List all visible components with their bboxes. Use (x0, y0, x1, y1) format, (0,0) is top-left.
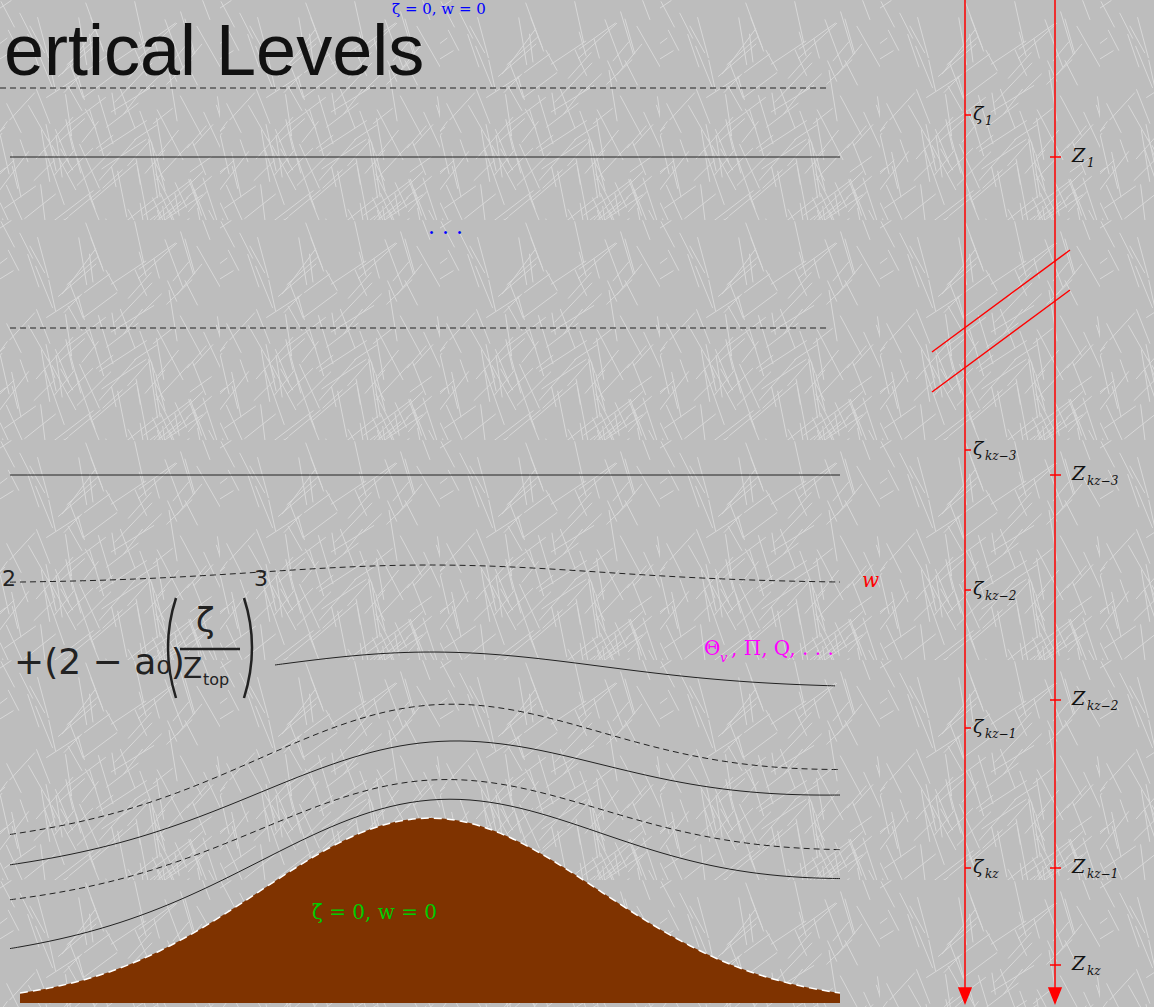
zeta-level-label: ζ (973, 102, 983, 125)
zeta-level-label: ζ (973, 715, 983, 738)
z-level-label: Z (1072, 952, 1085, 975)
formula-subscript: top (203, 670, 229, 689)
axis-arrowhead (959, 988, 971, 1003)
zeta-level-index: 1 (985, 114, 993, 128)
formula-variable: ζ (196, 600, 215, 641)
axis-tick (1050, 867, 1061, 869)
axis-tick (965, 867, 971, 869)
top-boundary-condition: ζ = 0, w = 0 (392, 0, 486, 18)
mass-level-label: , Π, Q, . . . (731, 636, 834, 660)
axis-arrowhead (1049, 988, 1061, 1003)
mountain (20, 818, 840, 1003)
axis-tick (965, 449, 971, 451)
ellipsis: . . . (428, 214, 463, 240)
z-level-label: Z (1072, 687, 1085, 710)
axis-tick (1050, 474, 1061, 476)
model-level-line (10, 475, 840, 476)
zeta-axis (964, 0, 966, 990)
axis-tick (1050, 964, 1061, 966)
zeta-level-index: kz−1 (985, 727, 1016, 741)
formula-exponent: 2 (2, 566, 16, 592)
z-level-label: Z (1072, 462, 1085, 485)
z-level-index: kz (1087, 964, 1101, 978)
surface-boundary-condition: ζ̇ = 0, w = 0 (312, 900, 437, 924)
z-level-index: kz−2 (1087, 699, 1118, 713)
formula-variable: Z (183, 652, 202, 686)
model-level-line (10, 328, 830, 329)
zeta-level-label: ζ (973, 855, 983, 878)
axis-break-mark (932, 290, 1070, 392)
axis-tick (1050, 699, 1061, 701)
z-level-index: kz−3 (1087, 474, 1118, 488)
axis-tick (965, 114, 971, 116)
terrain-following-level (10, 704, 840, 834)
model-level-line (10, 157, 840, 158)
mass-level-subscript: v (720, 650, 727, 666)
axis-tick (1050, 156, 1061, 158)
formula-paren (244, 598, 252, 698)
zeta-level-label: ζ (973, 437, 983, 460)
axis-break-mark (932, 250, 1070, 352)
formula-exponent: 3 (254, 566, 268, 592)
axis-tick (965, 589, 971, 591)
zeta-level-index: kz−3 (985, 449, 1016, 463)
z-level-index: kz−1 (1087, 867, 1118, 881)
fraction-bar (180, 648, 240, 651)
axis-tick (965, 727, 971, 729)
slide-title: ertical Levels (4, 14, 424, 86)
zeta-level-index: kz−2 (985, 589, 1016, 603)
mass-level-label: Θ (704, 636, 720, 660)
z-level-index: 1 (1087, 156, 1095, 170)
model-level-line (0, 88, 830, 89)
w-level-label: w (862, 568, 879, 592)
z-level-label: Z (1072, 855, 1085, 878)
formula-term: +(2 − a₀) (14, 640, 185, 683)
z-axis (1054, 0, 1056, 990)
surface-level (20, 818, 840, 993)
zeta-level-index: kz (985, 867, 999, 881)
z-level-label: Z (1072, 144, 1085, 167)
terrain-following-level (10, 565, 840, 582)
zeta-level-label: ζ (973, 577, 983, 600)
